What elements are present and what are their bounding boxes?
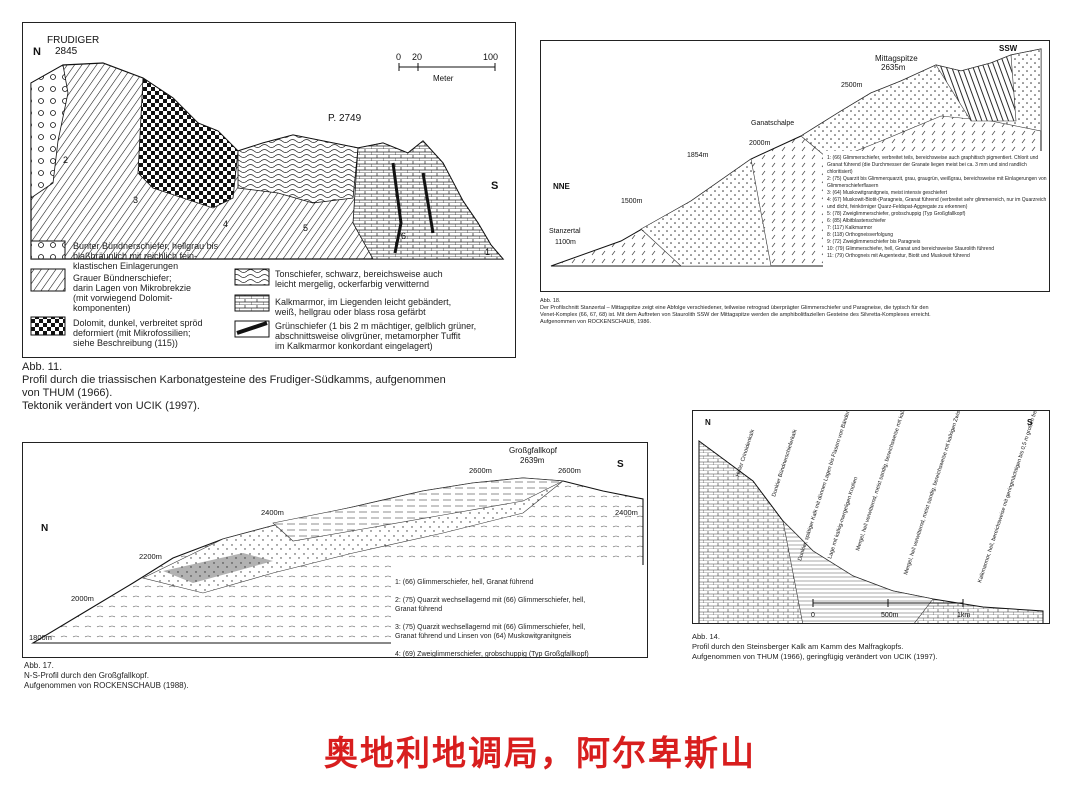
- fig18-peak-elev: 2635m: [881, 63, 906, 72]
- fig17-north: N: [41, 523, 48, 534]
- fig18-legend: 1: (66) Glimmerschiefer, verbreitet teil…: [827, 155, 1047, 260]
- fig18-elev-1500: 1500m: [621, 198, 643, 205]
- fig18-stanzertal: Stanzertal: [549, 228, 581, 235]
- fig11-north: N: [33, 46, 41, 58]
- fig17-legend-item: 4: (69) Zweiglimmerschiefer, grobschuppi…: [395, 651, 589, 658]
- fig11-legend-2: Grauer Bündnerschiefer; darin Lagen von …: [73, 273, 192, 313]
- fig17-legend-item: 2: (75) Quarzit wechsellagernd mit (66) …: [395, 597, 586, 613]
- figure-14-panel: 0 500m 1km N S Heller Crinoidenkalk Dunk…: [692, 410, 1050, 624]
- fig18-legend-item: 8: (118) Orthogneisverfolgung: [827, 232, 894, 238]
- fig14-rock-label: Heller Crinoidenkalk: [735, 429, 756, 478]
- fig18-ganatschalpe: Ganatschalpe: [751, 120, 794, 127]
- fig14-south: S: [1027, 418, 1033, 427]
- fig14-caption-3: Aufgenommen von THUM (1966), geringfügig…: [692, 652, 938, 661]
- fig18-legend-item: 9: (72) Zweiglimmerschiefer bis Paragnei…: [827, 239, 921, 245]
- fig11-unit-4: 4: [223, 219, 228, 229]
- fig17-peak-elev: 2639m: [520, 456, 545, 465]
- fig14-scale-500: 500m: [881, 612, 899, 619]
- fig14-caption-1: Abb. 14.: [692, 632, 720, 641]
- fig11-scale-100: 100: [483, 52, 498, 62]
- fig17-elev: 2600m: [558, 466, 581, 475]
- fig11-scale-unit: Meter: [433, 74, 454, 83]
- fig17-elev: 1800m: [29, 633, 52, 642]
- fig17-elev: 2600m: [469, 466, 492, 475]
- figure-11-profile: 0 20 100 Meter N FRUDIGER 2845 P. 2749 S…: [30, 35, 505, 338]
- fig17-legend: 1: (66) Glimmerschiefer, hell, Granat fü…: [395, 569, 645, 658]
- fig17-caption-3: Aufgenommen von ROCKENSCHAUB (1988).: [24, 681, 189, 690]
- fig17-elev: 2000m: [71, 594, 94, 603]
- fig18-caption-4: Aufgenommen von ROCKENSCHAUB, 1986.: [540, 319, 651, 325]
- fig18-elev-2500: 2500m: [841, 82, 863, 89]
- fig11-caption-1: Abb. 11.: [22, 361, 63, 373]
- fig18-peak-name: Mittagspitze: [875, 54, 918, 63]
- fig11-unit-3: 3: [133, 195, 138, 205]
- fig17-elev: 2200m: [139, 552, 162, 561]
- figure-18-profile: NNE SSW Mittagspitze 2635m 2500m Ganatsc…: [549, 44, 1043, 289]
- fig11-south: S: [491, 180, 498, 192]
- fig18-ssw: SSW: [999, 44, 1018, 53]
- fig14-rock-label: Kalkmarmor, hell, bereichsweise mit geri…: [977, 411, 1050, 584]
- fig18-legend-item: 5: (78) Zweiglimmerschiefer, grobschuppi…: [827, 211, 966, 217]
- fig18-legend-item: 7: (117) Kalkmarmor: [827, 225, 873, 231]
- fig14-rock-label: Dunkler Bündnerschieferkalk: [771, 429, 799, 498]
- fig18-legend-item: 4: (67) Muskowit-Biotit-(Paragneis, Gran…: [827, 197, 1047, 210]
- fig17-caption-2: N-S-Profil durch den Großgfallkopf.: [24, 671, 149, 680]
- figure-17-panel: S N Großgfallkopf 2639m 2600m 2600m 2400…: [22, 442, 648, 658]
- fig11-peak-name: FRUDIGER: [47, 35, 99, 46]
- fig11-caption-3: von THUM (1966).: [22, 387, 113, 399]
- fig11-legend-3: Dolomit, dunkel, verbreitet spröd deform…: [73, 318, 203, 348]
- fig18-legend-item: 6: (85) Albitblastenschiefer: [827, 218, 886, 224]
- fig18-caption-3: Venet-Komplex (66, 67, 68) ist. Mit dem …: [540, 312, 931, 318]
- fig18-caption-1: Abb. 18.: [540, 298, 561, 304]
- fig11-legend-1: Bunter Bündnerschiefer, hellgrau bis bla…: [73, 241, 219, 271]
- fig18-elev-1854: 1854m: [687, 152, 709, 159]
- fig11-scale-0: 0: [396, 52, 401, 62]
- fig14-rock-label: Mergel, hell verwitternd, meist sandig, …: [903, 411, 970, 576]
- fig17-elev: 2400m: [615, 508, 638, 517]
- fig11-legend-6: Grünschiefer (1 bis 2 m mächtiger, gelbl…: [275, 321, 477, 351]
- fig18-legend-item: 2: (75) Quarzit bis Glimmerquarzit, grau…: [827, 176, 1047, 189]
- fig18-legend-item: 1: (66) Glimmerschiefer, verbreitet teil…: [827, 155, 1039, 175]
- fig11-point: P. 2749: [328, 113, 362, 124]
- fig17-caption-1: Abb. 17.: [24, 661, 54, 670]
- fig18-caption-2: Der Profilschnitt Stanzertal – Mittagspi…: [540, 305, 929, 311]
- fig11-unit-1: 1: [485, 247, 490, 257]
- fig18-legend-item: 3: (64) Muskowitgranitgneis, meist inten…: [827, 190, 948, 196]
- fig11-unit-5: 5: [303, 223, 308, 233]
- fig18-elev-2000: 2000m: [749, 140, 771, 147]
- figure-17-profile: S N Großgfallkopf 2639m 2600m 2600m 2400…: [29, 446, 645, 645]
- fig14-north: N: [705, 418, 711, 427]
- fig14-rock-label: Mergel, hell verwitternd, meist sandig, …: [855, 411, 922, 552]
- fig18-legend-item: 10: (79) Glimmerschiefer, hell, Granat u…: [827, 246, 995, 252]
- figure-14-profile: 0 500m 1km N S Heller Crinoidenkalk Dunk…: [698, 411, 1050, 623]
- fig18-legend-item: 11: (79) Orthogneis mit Augentextur, Bio…: [827, 253, 970, 259]
- figure-11-panel: 0 20 100 Meter N FRUDIGER 2845 P. 2749 S…: [22, 22, 516, 358]
- fig11-legend-5: Kalkmarmor, im Liegenden leicht gebänder…: [275, 297, 452, 317]
- fig17-elev: 2400m: [261, 508, 284, 517]
- fig11-caption-4: Tektonik verändert von UCIK (1997).: [22, 400, 200, 412]
- fig18-elev-1100: 1100m: [555, 239, 576, 246]
- bottom-title: 奥地利地调局，阿尔卑斯山: [324, 734, 756, 774]
- fig14-caption-2: Profil durch den Steinsberger Kalk am Ka…: [692, 642, 904, 651]
- fig11-peak-elev: 2845: [55, 46, 78, 57]
- fig18-caption: Abb. 18. Der Profilschnitt Stanzertal – …: [540, 298, 1050, 326]
- fig14-rock-label: Lage mit kalkig-mergeligen Knollen: [827, 476, 859, 559]
- fig11-scale-20: 20: [412, 52, 422, 62]
- fig17-legend-item: 1: (66) Glimmerschiefer, hell, Granat fü…: [395, 579, 534, 586]
- fig17-peak-name: Großgfallkopf: [509, 446, 558, 455]
- fig18-nne: NNE: [553, 182, 571, 191]
- fig17-south: S: [617, 459, 624, 470]
- fig11-legend-4: Tonschiefer, schwarz, bereichsweise auch…: [275, 269, 443, 289]
- figure-18-panel: NNE SSW Mittagspitze 2635m 2500m Ganatsc…: [540, 40, 1050, 292]
- fig11-unit-2: 2: [63, 155, 68, 165]
- fig11-unit-6: 6: [401, 231, 406, 241]
- fig14-scale-1km: 1km: [957, 612, 970, 619]
- fig11-caption-2: Profil durch die triassischen Karbonatge…: [22, 374, 446, 386]
- fig17-legend-item: 3: (75) Quarzit wechsellagernd mit (66) …: [395, 624, 586, 640]
- fig14-scale-0: 0: [811, 612, 815, 619]
